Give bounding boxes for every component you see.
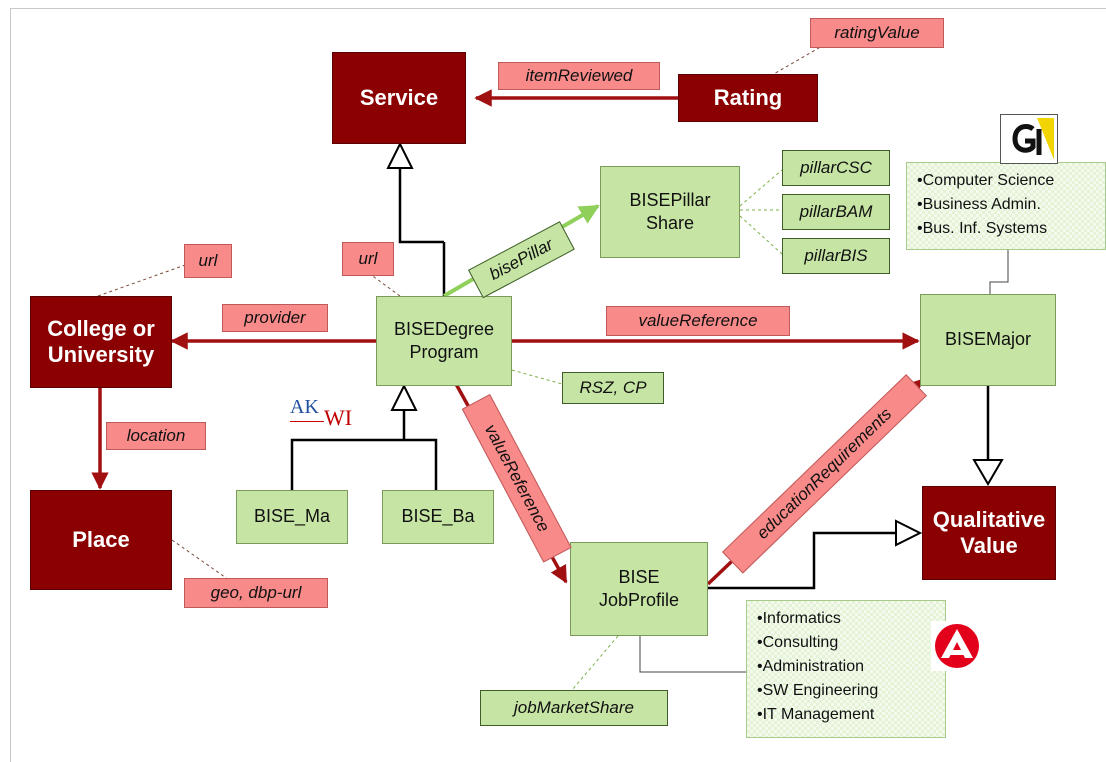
red-a-icon: [931, 621, 983, 671]
gi-logo: [1000, 114, 1058, 164]
akwi-logo-top: AK: [290, 396, 319, 418]
edge-degree-service-upper: [398, 168, 444, 244]
label-job-market-share: jobMarketShare: [480, 690, 668, 726]
leader-rsz: [511, 369, 563, 385]
node-bise-ba[interactable]: BISE_Ba: [382, 490, 494, 544]
label-provider: provider: [222, 304, 328, 332]
inheritance-edges: [290, 168, 990, 590]
akwi-logo: AK WI: [290, 396, 386, 436]
leader-geo: [171, 539, 233, 583]
gi-logo-mark: [1004, 118, 1054, 160]
label-pillar-bis: pillarBIS: [782, 238, 890, 274]
edge-ma-ba-bar: [290, 438, 438, 490]
frame-edge-top: [10, 8, 1106, 9]
job-list-item: SW Engineering: [757, 679, 935, 703]
node-qualitative-value[interactable]: Qualitative Value: [922, 486, 1056, 580]
label-value-reference-major: valueReference: [606, 306, 790, 336]
major-list-item: Bus. Inf. Systems: [917, 217, 1095, 241]
major-list-item: Computer Science: [917, 169, 1095, 193]
node-place[interactable]: Place: [30, 490, 172, 590]
leader-pillar-csc: [739, 169, 783, 207]
label-location: location: [106, 422, 206, 450]
major-list-box: Computer Science Business Admin. Bus. In…: [906, 162, 1106, 250]
frame-edge-left: [10, 8, 11, 762]
akwi-logo-rule: [290, 421, 324, 422]
label-item-reviewed: itemReviewed: [498, 62, 660, 90]
triangle-qualitative-top: [972, 459, 1004, 486]
dashed-leaders-green: [511, 169, 783, 691]
label-url-degree: url: [342, 242, 394, 276]
label-url-college: url: [184, 244, 232, 278]
node-rating[interactable]: Rating: [678, 74, 818, 122]
label-geo-dbp-url: geo, dbp-url: [184, 578, 328, 608]
inheritance-heads: [386, 141, 1004, 547]
job-list-item: IT Management: [757, 703, 935, 727]
node-bise-ma[interactable]: BISE_Ma: [236, 490, 348, 544]
info-connectors: [639, 250, 1009, 673]
triangle-qualitative-left: [895, 519, 923, 547]
job-list-item: Consulting: [757, 631, 935, 655]
job-list-item: Informatics: [757, 607, 935, 631]
leader-pillar-bis: [739, 215, 783, 255]
edge-job-qualitative: [708, 531, 898, 590]
connector-major-list: [989, 250, 1009, 294]
triangle-degree: [390, 383, 418, 411]
label-rsz-cp: RSZ, CP: [562, 372, 664, 404]
job-list-item: Administration: [757, 655, 935, 679]
node-college-or-university[interactable]: College or University: [30, 296, 172, 388]
node-bise-job-profile[interactable]: BISE JobProfile: [570, 542, 708, 636]
triangle-service: [386, 141, 414, 169]
node-service[interactable]: Service: [332, 52, 466, 144]
connector-job-list: [639, 636, 746, 673]
label-rating-value: ratingValue: [810, 18, 944, 48]
leader-url-college: [97, 263, 189, 297]
job-list-box: Informatics Consulting Administration SW…: [746, 600, 946, 738]
label-pillar-bam: pillarBAM: [782, 194, 890, 230]
node-bise-pillar-share[interactable]: BISEPillar Share: [600, 166, 740, 258]
major-list-item: Business Admin.: [917, 193, 1095, 217]
node-bise-major[interactable]: BISEMajor: [920, 294, 1056, 386]
leader-job-market: [571, 635, 619, 691]
akwi-logo-bottom: WI: [324, 405, 353, 430]
leader-url-degree: [369, 273, 401, 297]
employment-agency-logo: [930, 620, 984, 672]
label-pillar-csc: pillarCSC: [782, 150, 890, 186]
node-bise-degree-program[interactable]: BISEDegree Program: [376, 296, 512, 386]
